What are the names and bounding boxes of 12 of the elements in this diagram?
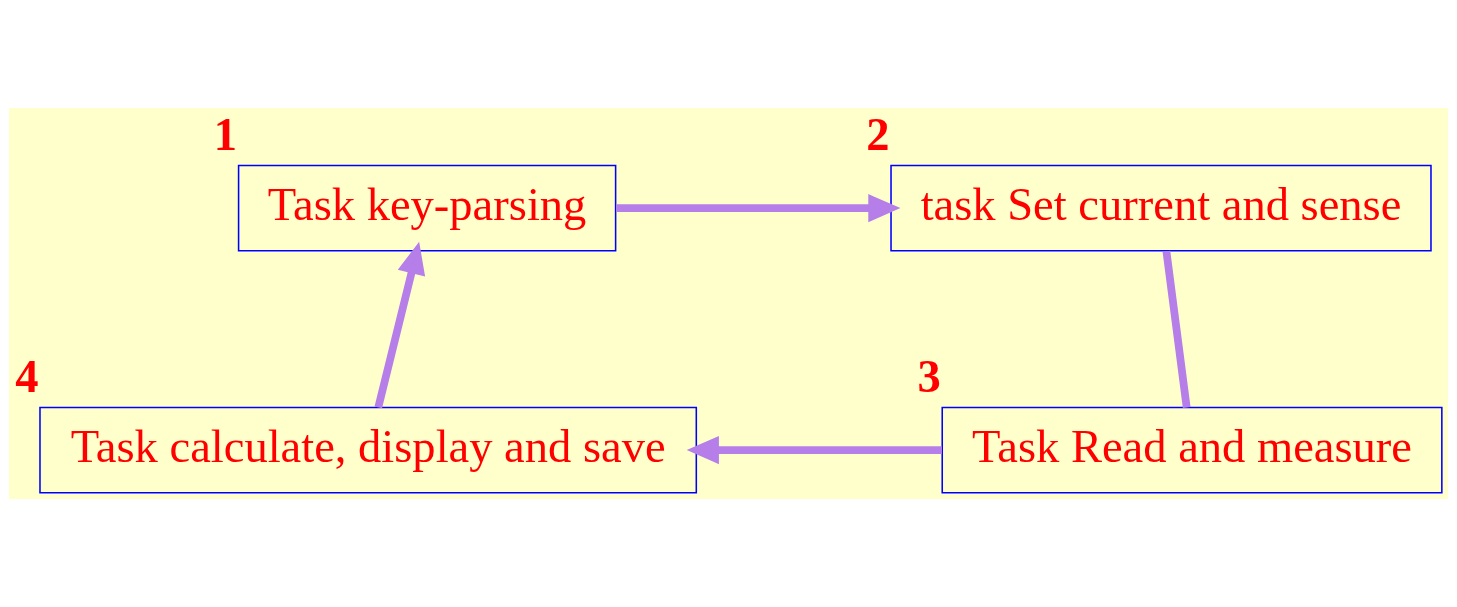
node-label: 4 bbox=[15, 350, 39, 402]
node-label: 3 bbox=[917, 350, 941, 402]
node-box: Task calculate, display and save bbox=[39, 406, 698, 494]
node-label: 1 bbox=[213, 108, 238, 160]
node-box: task Set current and sense bbox=[890, 164, 1432, 252]
arrow bbox=[686, 436, 942, 465]
arrow bbox=[374, 241, 426, 409]
connector bbox=[1162, 250, 1191, 408]
node-label: 2 bbox=[866, 108, 890, 160]
node-box: Task key-parsing bbox=[237, 164, 617, 252]
node-box: Task Read and measure bbox=[941, 406, 1443, 494]
arrow bbox=[616, 194, 901, 223]
